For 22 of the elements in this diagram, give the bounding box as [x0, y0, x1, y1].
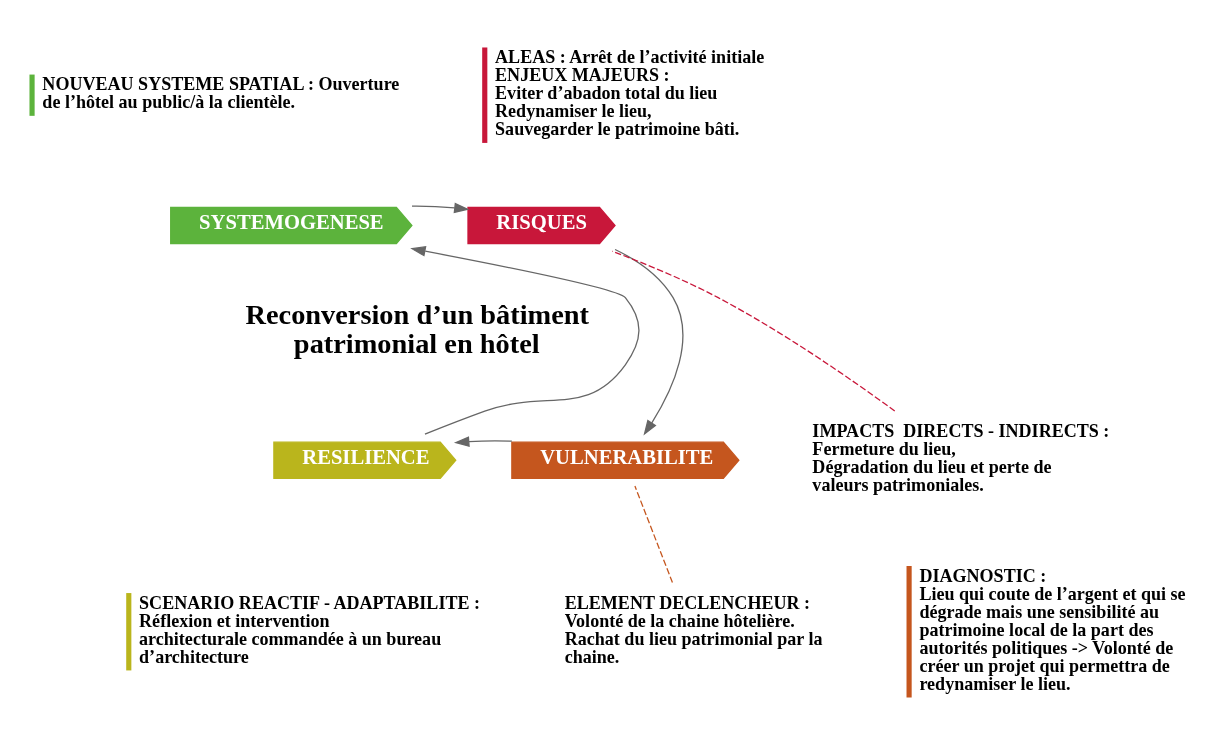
node-text: ELEMENT DECLENCHEUR : Volonté de la chaine hôtelière. Rachat du lieu patrimonial par la chaine. [564, 592, 823, 667]
node-label: ALEAS : Arrêt de l’activité initiale [495, 47, 765, 68]
node-box [482, 47, 488, 143]
arrow [411, 202, 470, 214]
node-label: NOUVEAU SYSTEME SPATIAL : Ouverture de l’hôtel au public/à la clientèle. [42, 74, 400, 113]
arrow [410, 245, 640, 435]
connector [611, 250, 896, 412]
node-label: ENJEUX MAJEURS : [495, 65, 670, 86]
node-box [126, 593, 132, 671]
arrow [453, 436, 513, 447]
node-label: Réflexion et intervention architecturale commandée à un bureau d’architecture [139, 610, 442, 667]
node-text: Reconversion d’un bâtiment patrimonial en hôtel [245, 299, 589, 359]
node-label: Redynamiser le lieu, [495, 101, 652, 122]
node-label: DIAGNOSTIC : [919, 565, 1047, 586]
node-text: IMPACTS DIRECTS - INDIRECTS : Fermeture du lieu, Dégradation du lieu et perte de valeurs patrimoniales. [812, 421, 1110, 496]
node-label: Lieu qui coute de l’argent et qui se dégrade mais une sensibilité au patrimoine local de la part des autorités politiques -> Volonté de créer un projet qui permettra de redynamiser le lieu. [919, 583, 1186, 695]
arrow [614, 248, 684, 436]
node-box [906, 565, 912, 698]
connector [634, 485, 674, 584]
node-label: SCENARIO REACTIF - ADAPTABILITE : [139, 592, 481, 613]
node-label: Eviter d’abadon total du lieu [495, 83, 718, 104]
node-box [29, 74, 35, 116]
